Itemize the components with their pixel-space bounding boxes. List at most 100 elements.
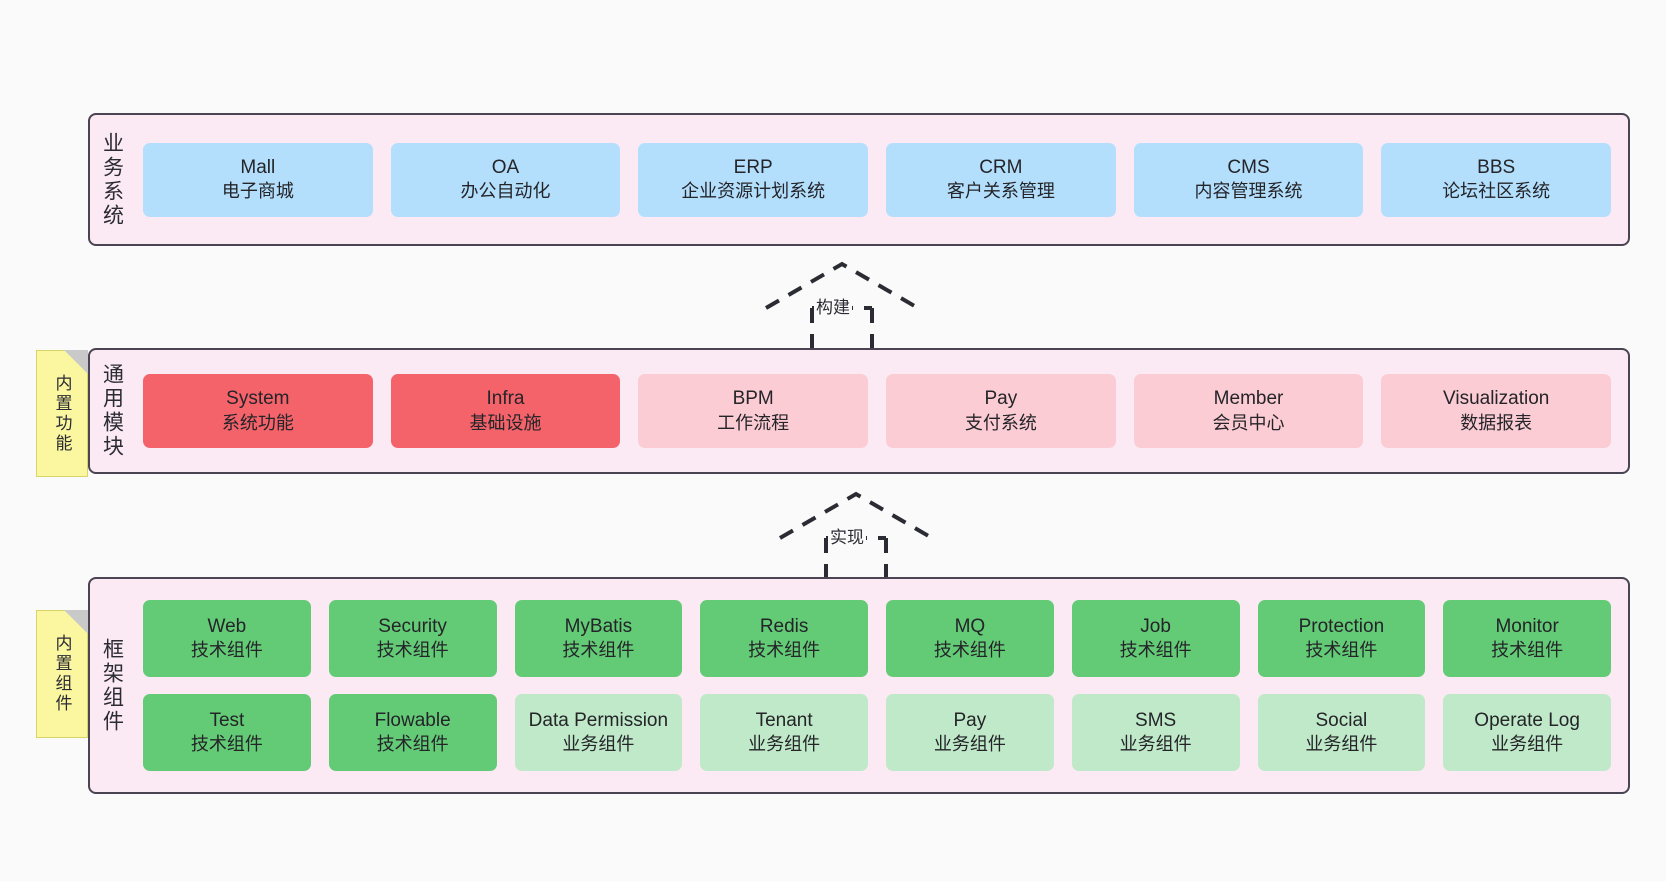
cell-title-cn: 论坛社区系统 [1442, 181, 1551, 202]
cell-title-cn: 业务组件 [1119, 734, 1192, 755]
cell-title-en: Infra [486, 388, 525, 410]
cell-title-en: Redis [759, 615, 809, 637]
cell-title-en: Job [1140, 615, 1171, 637]
layer-row: Mall 电子商城 OA 办公自动化 ERP 企业资源计划系统 CRM 客户关系… [143, 142, 1612, 217]
cell-title-cn: 数据报表 [1460, 412, 1533, 433]
cell-title-cn: 电子商城 [221, 181, 294, 202]
component-cell-tenant[interactable]: Tenant 业务组件 [700, 694, 868, 771]
realization-arrow-icon [778, 491, 934, 582]
component-cell-mq[interactable]: MQ 技术组件 [886, 600, 1054, 677]
module-cell-pay[interactable]: Pay 支付系统 [886, 374, 1116, 448]
component-cell-sms[interactable]: SMS 业务组件 [1071, 694, 1240, 771]
business-cell-bbs[interactable]: BBS 论坛社区系统 [1381, 142, 1612, 217]
cell-title-en: CMS [1227, 156, 1270, 178]
component-cell-test[interactable]: Test 技术组件 [143, 694, 311, 771]
cell-title-cn: 内容管理系统 [1194, 181, 1303, 202]
layer-row: Web 技术组件 Security 技术组件 MyBatis 技术组件 Redi… [143, 600, 1611, 677]
cell-title-cn: 办公自动化 [460, 181, 551, 202]
cell-title-cn: 工作流程 [717, 412, 790, 433]
connector-implement: 实现 [766, 488, 946, 582]
cell-title-cn: 企业资源计划系统 [681, 181, 826, 202]
cell-title-cn: 业务组件 [1491, 734, 1564, 755]
cell-title-cn: 业务组件 [748, 734, 821, 755]
layer-row: Test 技术组件 Flowable 技术组件 Data Permission … [143, 694, 1611, 771]
business-cell-crm[interactable]: CRM 客户关系管理 [886, 142, 1116, 217]
layer-body-business: Mall 电子商城 OA 办公自动化 ERP 企业资源计划系统 CRM 客户关系… [134, 115, 1628, 244]
cell-title-cn: 技术组件 [748, 640, 821, 661]
layer-body-common: System 系统功能 Infra 基础设施 BPM 工作流程 Pay 支付系统… [134, 350, 1628, 472]
connector-label-build: 构建 [814, 293, 852, 318]
module-cell-infra[interactable]: Infra 基础设施 [390, 374, 621, 448]
component-cell-flowable[interactable]: Flowable 技术组件 [328, 694, 497, 771]
component-cell-job[interactable]: Job 技术组件 [1071, 600, 1240, 677]
cell-title-en: CRM [979, 156, 1023, 178]
cell-title-en: Member [1213, 388, 1284, 410]
component-cell-redis[interactable]: Redis 技术组件 [700, 600, 868, 677]
component-cell-social[interactable]: Social 业务组件 [1257, 694, 1426, 771]
note-builtin-component: 内置组件 [36, 610, 88, 738]
cell-title-en: Monitor [1495, 615, 1559, 637]
cell-title-en: MQ [954, 615, 986, 637]
business-cell-erp[interactable]: ERP 企业资源计划系统 [638, 142, 869, 217]
business-cell-mall[interactable]: Mall 电子商城 [143, 142, 373, 217]
cell-title-en: Web [207, 615, 247, 637]
cell-title-en: MyBatis [564, 615, 633, 637]
cell-title-cn: 支付系统 [964, 412, 1037, 433]
layer-title-common: 通用模块 [100, 363, 124, 459]
cell-title-cn: 技术组件 [1119, 640, 1192, 661]
layer-body-frame: Web 技术组件 Security 技术组件 MyBatis 技术组件 Redi… [134, 579, 1628, 792]
module-cell-member[interactable]: Member 会员中心 [1133, 374, 1364, 448]
cell-title-en: System [226, 388, 290, 410]
cell-title-cn: 技术组件 [1491, 640, 1564, 661]
note-label: 内置组件 [52, 634, 72, 714]
cell-title-en: Tenant [755, 709, 813, 731]
cell-title-cn: 技术组件 [190, 734, 263, 755]
cell-title-en: Pay [984, 388, 1018, 410]
cell-title-cn: 系统功能 [221, 412, 294, 433]
cell-title-en: Mall [240, 156, 276, 178]
layer-framework-component: 框架组件 Web 技术组件 Security 技术组件 MyBatis 技术组件… [88, 577, 1630, 794]
component-cell-operate-log[interactable]: Operate Log 业务组件 [1443, 694, 1611, 771]
cell-title-en: BBS [1477, 156, 1516, 178]
component-cell-pay[interactable]: Pay 业务组件 [886, 694, 1054, 771]
module-cell-system[interactable]: System 系统功能 [143, 374, 373, 448]
cell-title-cn: 技术组件 [190, 640, 263, 661]
cell-title-cn: 技术组件 [562, 640, 635, 661]
cell-title-cn: 技术组件 [376, 734, 449, 755]
layer-title-frame: 框架组件 [100, 637, 124, 734]
component-cell-protection[interactable]: Protection 技术组件 [1257, 600, 1426, 677]
note-label: 内置功能 [52, 373, 72, 454]
cell-title-en: SMS [1135, 709, 1177, 731]
cell-title-en: Operate Log [1474, 709, 1580, 731]
note-builtin-function: 内置功能 [36, 350, 88, 477]
component-cell-mybatis[interactable]: MyBatis 技术组件 [514, 600, 683, 677]
cell-title-cn: 基础设施 [469, 412, 542, 433]
module-cell-visualization[interactable]: Visualization 数据报表 [1381, 374, 1612, 448]
component-cell-data-permission[interactable]: Data Permission 业务组件 [514, 694, 683, 771]
cell-title-en: Pay [953, 709, 987, 731]
cell-title-en: ERP [733, 156, 773, 178]
cell-title-en: Visualization [1443, 388, 1550, 410]
connector-build: 构建 [752, 258, 932, 352]
realization-arrow-icon [764, 261, 920, 352]
layer-title-business: 业务系统 [100, 131, 124, 228]
cell-title-cn: 业务组件 [1305, 734, 1378, 755]
business-cell-oa[interactable]: OA 办公自动化 [390, 142, 621, 217]
component-cell-security[interactable]: Security 技术组件 [328, 600, 497, 677]
component-cell-web[interactable]: Web 技术组件 [143, 600, 311, 677]
cell-title-cn: 客户关系管理 [946, 181, 1055, 202]
cell-title-en: Test [209, 709, 245, 731]
module-cell-bpm[interactable]: BPM 工作流程 [638, 374, 869, 448]
cell-title-en: OA [491, 156, 520, 178]
layer-common-module: 通用模块 System 系统功能 Infra 基础设施 BPM 工作流程 Pay… [88, 348, 1630, 474]
business-cell-cms[interactable]: CMS 内容管理系统 [1133, 142, 1364, 217]
connector-label-implement: 实现 [828, 523, 866, 548]
cell-title-en: Security [378, 615, 447, 637]
cell-title-cn: 技术组件 [933, 640, 1006, 661]
cell-title-en: Flowable [374, 709, 451, 731]
component-cell-monitor[interactable]: Monitor 技术组件 [1443, 600, 1611, 677]
layer-business-system: 业务系统 Mall 电子商城 OA 办公自动化 ERP 企业资源计划系统 CRM… [88, 113, 1630, 246]
cell-title-cn: 技术组件 [1305, 640, 1378, 661]
cell-title-cn: 技术组件 [376, 640, 449, 661]
